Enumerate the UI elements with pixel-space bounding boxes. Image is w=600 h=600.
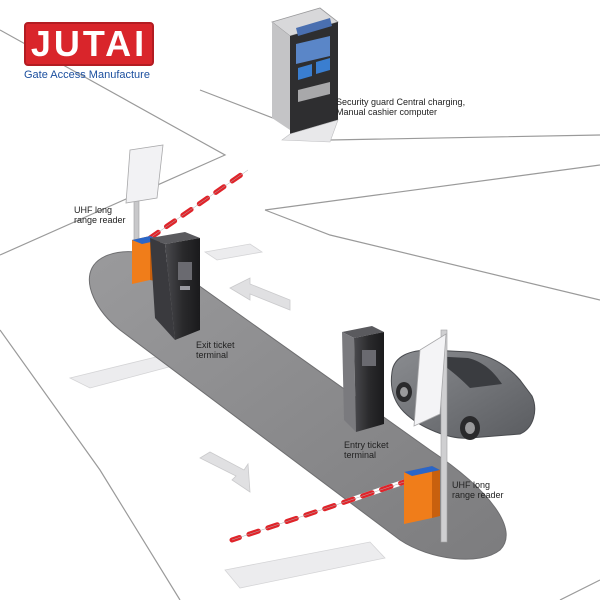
label-entry-terminal: Entry ticket terminal (344, 440, 389, 460)
label-reader-exit: UHF long range reader (74, 205, 126, 225)
brand-name: JUTAI (30, 23, 148, 64)
central-charging-kiosk (271, 7, 339, 143)
entry-barrier-arm (229, 477, 413, 543)
label-kiosk: Security guard Central charging, Manual … (336, 97, 466, 117)
lane-markings (68, 243, 386, 589)
entry-uhf-reader (413, 329, 448, 543)
entry-barrier-gate (404, 466, 440, 524)
exit-barrier-arm (147, 167, 251, 241)
entry-ticket-terminal (342, 326, 384, 432)
brand-tagline: Gate Access Manufacture (24, 69, 150, 81)
exit-ticket-terminal (150, 232, 200, 340)
label-exit-terminal: Exit ticket terminal (196, 340, 235, 360)
car (390, 349, 536, 440)
direction-arrows (199, 277, 291, 493)
brand-logo: JUTAI (24, 22, 154, 66)
label-reader-entry: UHF long range reader (452, 480, 504, 500)
